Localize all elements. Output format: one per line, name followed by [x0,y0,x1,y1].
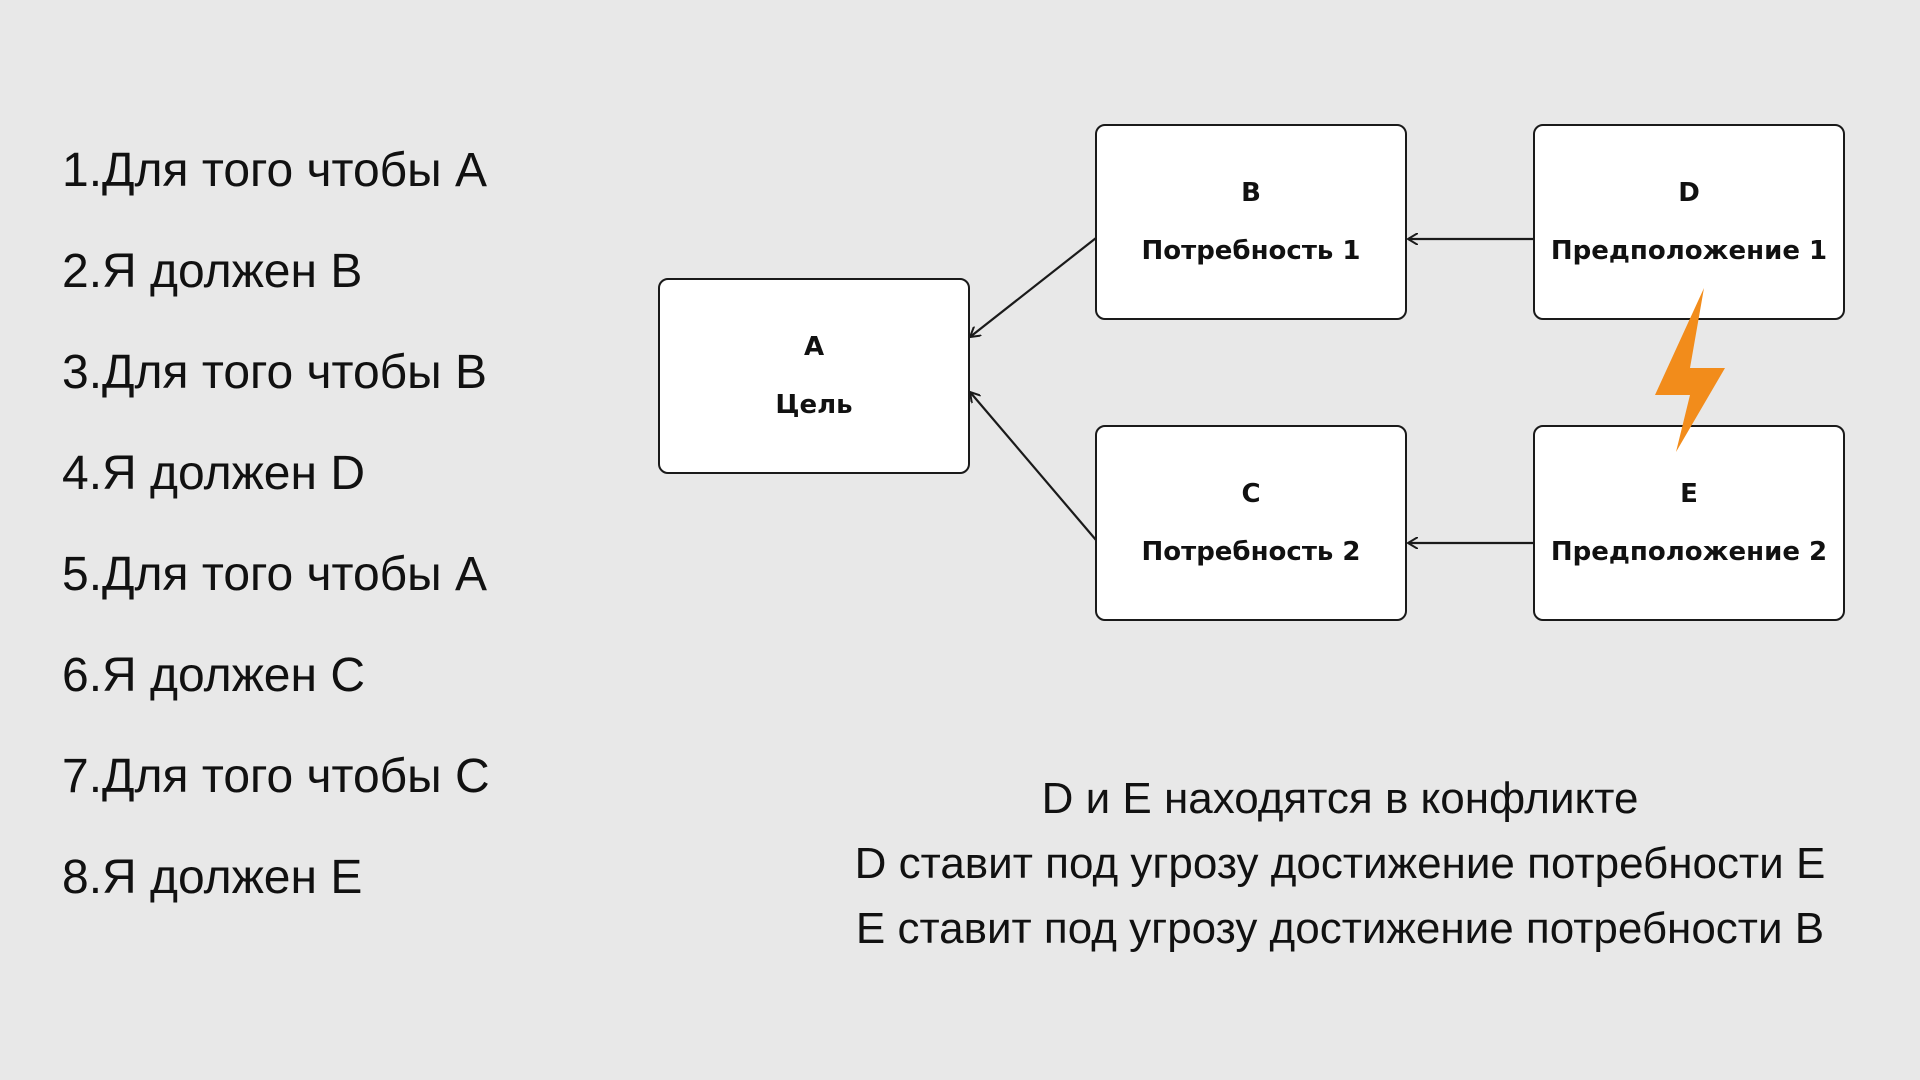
step-item: 4.Я должен D [62,447,365,500]
node-a-goal: A Цель [658,278,970,474]
node-letter: B [1241,178,1261,208]
node-label: Предположение 1 [1550,236,1828,266]
steps-list: 1.Для того чтобы А 2.Я должен В 3.Для то… [62,120,490,928]
node-letter: A [803,332,825,362]
note-line: D и E находятся в конфликте [1041,774,1639,823]
step-item: 3.Для того чтобы В [62,346,487,399]
node-d-assumption-1: D Предположение 1 [1533,124,1845,320]
node-c-need-2: C Потребность 2 [1095,425,1407,621]
arrow-b-to-a [970,237,1097,337]
step-item: 1.Для того чтобы А [62,144,487,197]
node-letter: C [1241,479,1261,509]
node-letter: E [1680,479,1698,509]
arrow-c-to-a [970,392,1097,541]
node-label: Предположение 2 [1550,537,1828,567]
step-item: 8.Я должен Е [62,851,363,904]
node-label: Цель [775,390,853,420]
note-line: E ставит под угрозу достижение потребнос… [855,904,1825,953]
node-letter: D [1678,178,1700,208]
note-line: D ставит под угрозу достижение потребнос… [854,839,1826,888]
node-label: Потребность 1 [1141,236,1361,266]
conflict-notes: D и E находятся в конфликте D ставит под… [800,766,1880,961]
step-item: 2.Я должен В [62,245,363,298]
step-item: 6.Я должен С [62,649,365,702]
step-item: 7.Для того чтобы С [62,750,490,803]
step-item: 5.Для того чтобы А [62,548,487,601]
node-e-assumption-2: E Предположение 2 [1533,425,1845,621]
node-label: Потребность 2 [1141,537,1361,567]
node-b-need-1: B Потребность 1 [1095,124,1407,320]
